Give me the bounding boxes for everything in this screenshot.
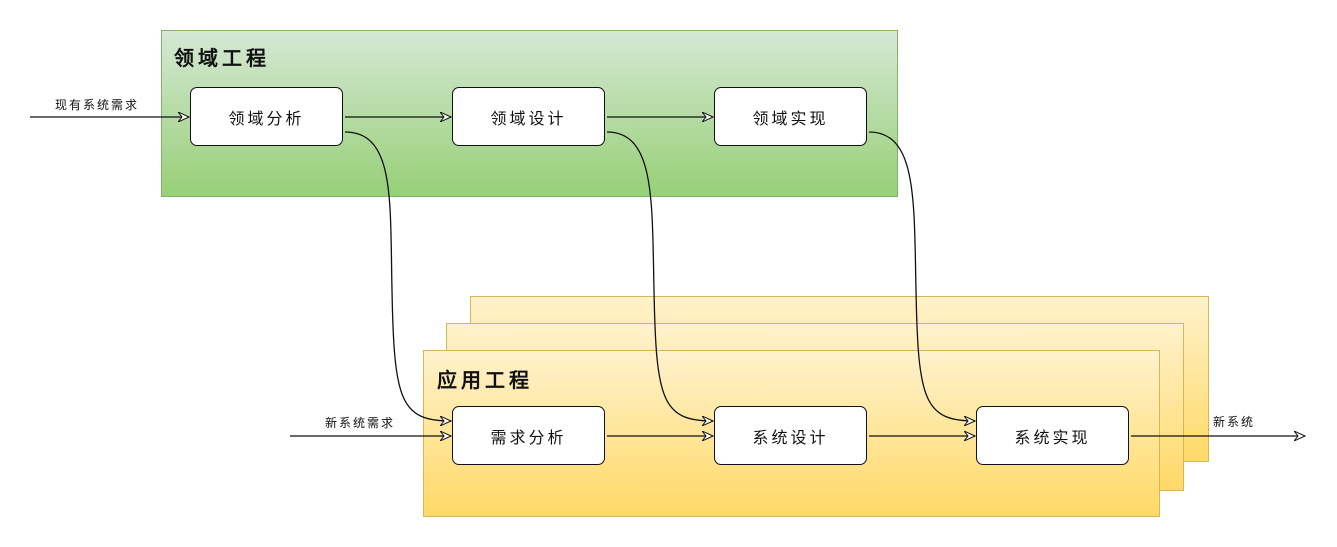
node-domain-implementation[interactable]: 领域实现: [714, 87, 867, 146]
label-existing-requirements: 现有系统需求: [55, 98, 140, 112]
curve-impl-sysimpl: [868, 131, 975, 421]
node-requirements-analysis[interactable]: 需求分析: [452, 406, 605, 465]
node-system-design[interactable]: 系统设计: [714, 406, 867, 465]
domain-engineering-title: 领域工程: [174, 46, 270, 70]
label-new-system: 新系统: [1213, 415, 1256, 429]
application-engineering-title: 应用工程: [437, 368, 533, 392]
node-domain-design[interactable]: 领域设计: [452, 87, 605, 146]
curve-analysis-req: [344, 131, 451, 421]
curve-design-sysdesign: [606, 131, 713, 421]
node-system-implementation[interactable]: 系统实现: [976, 406, 1129, 465]
label-new-requirements: 新系统需求: [325, 416, 396, 430]
node-domain-analysis[interactable]: 领域分析: [190, 87, 343, 146]
